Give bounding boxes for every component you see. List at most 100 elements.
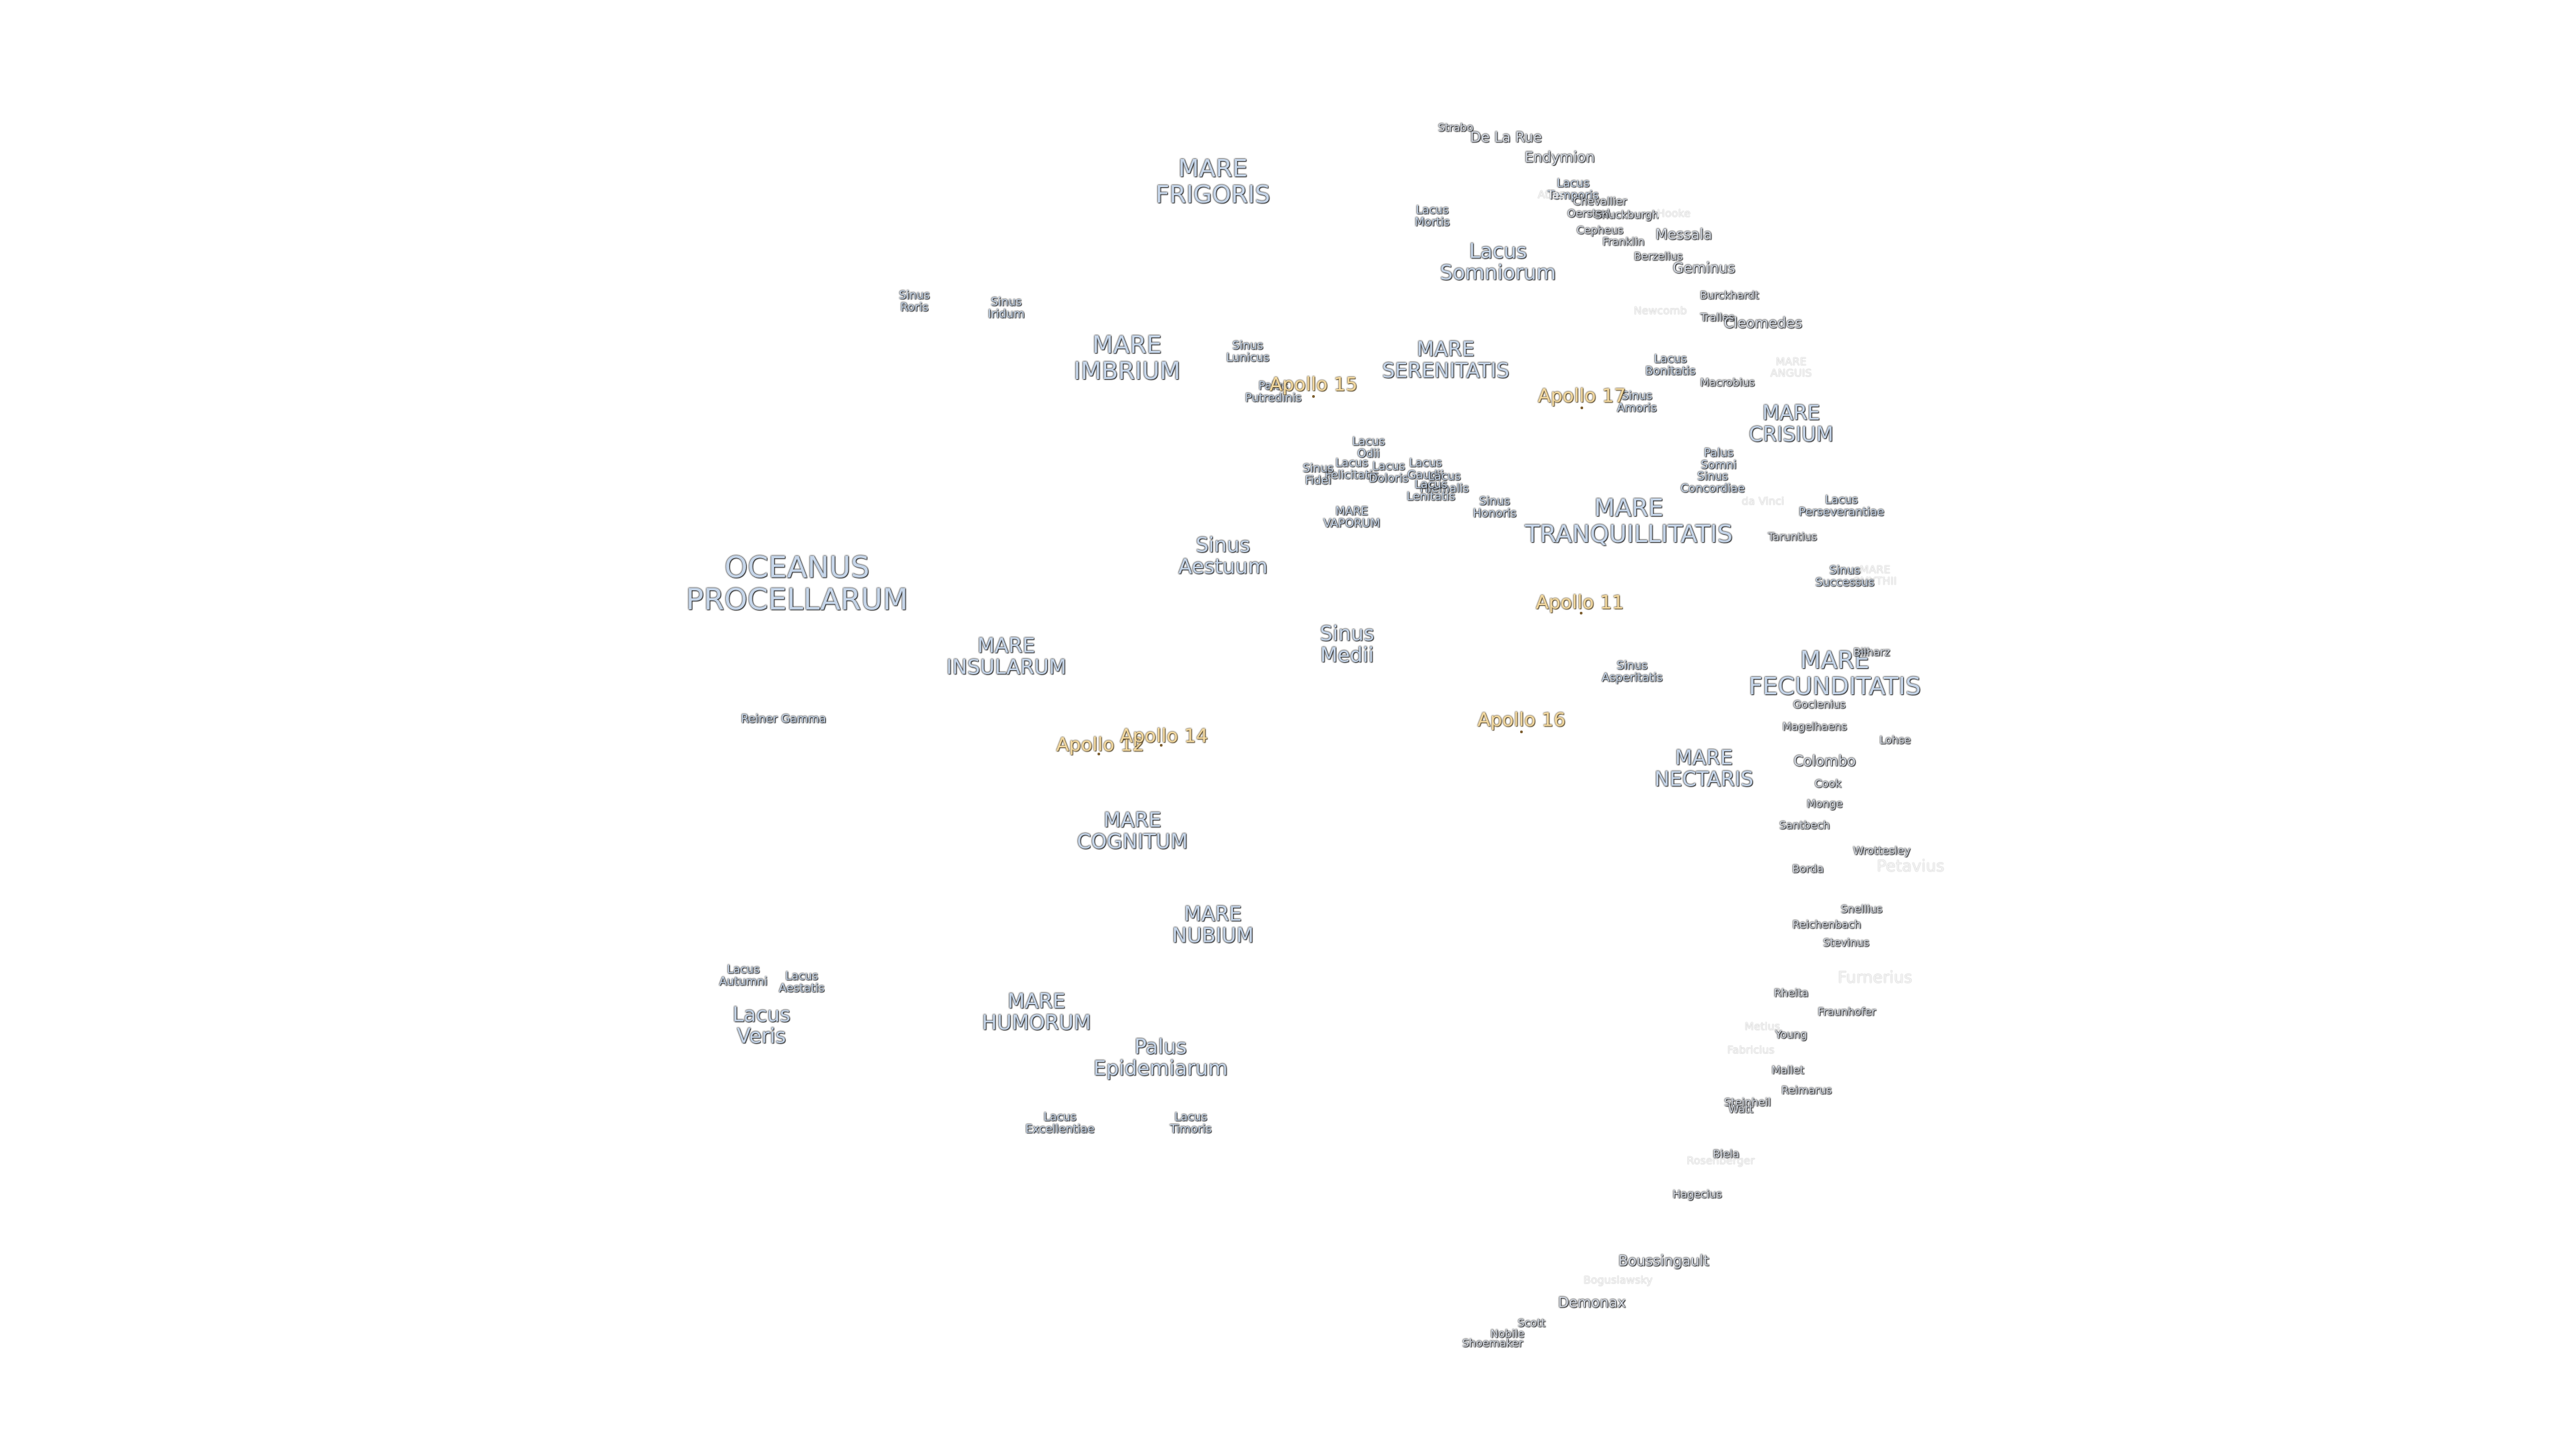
map-label-line: Lacus bbox=[1556, 176, 1590, 191]
map-label-line: Borda bbox=[1792, 862, 1824, 875]
map-label-line: Shoemaker bbox=[1462, 1336, 1523, 1350]
map-label-line: Epidemiarum bbox=[1093, 1057, 1228, 1081]
map-label-line: Metius bbox=[1744, 1020, 1780, 1033]
landing-site-marker bbox=[1160, 744, 1163, 747]
map-label-line: Sinus bbox=[1621, 389, 1652, 403]
map-label-line: Hagecius bbox=[1672, 1187, 1722, 1201]
map-label-line: MARE bbox=[1335, 504, 1368, 519]
map-label-line: Monge bbox=[1807, 797, 1843, 810]
map-label-atlas: Atlas bbox=[1538, 189, 1564, 201]
map-label-line: Mortis bbox=[1414, 216, 1450, 229]
map-label-fraunhofer: Fraunhofer bbox=[1818, 1006, 1876, 1018]
map-label-line: Lohse bbox=[1879, 733, 1911, 747]
apollo-site-label-apollo-15: Apollo 15 bbox=[1269, 372, 1358, 395]
map-label-line: Aestuum bbox=[1178, 555, 1268, 579]
map-label-line: Concordiae bbox=[1680, 482, 1745, 496]
map-label-line: Lacus bbox=[1468, 239, 1527, 264]
map-label-line: Sinus bbox=[991, 295, 1022, 309]
map-label-line: Iridum bbox=[987, 308, 1025, 321]
map-label-line: NECTARIS bbox=[1654, 768, 1754, 792]
map-label-rosenberger: Rosenberger bbox=[1686, 1155, 1754, 1167]
map-label-line: Aestatis bbox=[779, 982, 824, 996]
apollo-site-label-apollo-12: Apollo 12 bbox=[1056, 733, 1144, 755]
map-label-line: Autumni bbox=[719, 975, 767, 989]
map-label-line: Reimarus bbox=[1781, 1083, 1832, 1097]
map-label-petavius: Petavius bbox=[1876, 857, 1944, 875]
map-label-line: Amoris bbox=[1617, 402, 1657, 415]
map-label-line: Felicitatis bbox=[1324, 469, 1379, 482]
map-label-line: Sinus bbox=[899, 288, 930, 303]
map-label-burckhardt: Burckhardt bbox=[1700, 289, 1759, 301]
map-label-line: Somni bbox=[1701, 459, 1737, 472]
map-label-chevallier: Chevallier bbox=[1573, 195, 1627, 207]
map-label-tralles: Tralles bbox=[1701, 311, 1735, 323]
map-label-hooke: Hooke bbox=[1657, 207, 1690, 219]
map-label-line: Young bbox=[1775, 1028, 1807, 1041]
map-label-line: Lacus bbox=[1335, 456, 1368, 470]
map-label-taruntius: Taruntius bbox=[1768, 530, 1817, 543]
landing-site-marker bbox=[1097, 753, 1100, 755]
map-label-line: Lacus bbox=[732, 1003, 791, 1027]
map-label-line: Lacus bbox=[1415, 203, 1449, 217]
map-label-line: Magelhaens bbox=[1782, 720, 1847, 733]
map-label-line: Veris bbox=[737, 1025, 786, 1049]
map-label-line: Watt bbox=[1728, 1102, 1754, 1116]
map-label-endymion: Endymion bbox=[1525, 150, 1595, 166]
map-label-line: SMYTHII bbox=[1853, 575, 1897, 588]
map-label-line: Sinus bbox=[1479, 494, 1510, 508]
map-label-line: Palus bbox=[1134, 1035, 1187, 1059]
map-label-line: da Vinci bbox=[1741, 494, 1784, 508]
map-label-line: Taruntius bbox=[1768, 530, 1817, 543]
map-label-boussingault: Boussingault bbox=[1618, 1253, 1709, 1269]
map-label-cleomedes: Cleomedes bbox=[1723, 315, 1803, 331]
map-label-line: Fidei bbox=[1305, 474, 1332, 488]
map-label-line: Steinheil bbox=[1724, 1095, 1771, 1109]
map-label-line: Stevinus bbox=[1823, 936, 1870, 949]
map-label-line: Scott bbox=[1517, 1316, 1546, 1330]
map-label-shoemaker: Shoemaker bbox=[1462, 1336, 1523, 1350]
map-label-santbech: Santbech bbox=[1779, 819, 1829, 831]
map-label-cepheus: Cepheus bbox=[1576, 224, 1623, 236]
map-label-line: Sinus bbox=[1320, 622, 1375, 646]
map-label-line: Perseverantiae bbox=[1799, 506, 1884, 519]
map-label-line: Roris bbox=[900, 301, 929, 315]
map-label-line: Furnerius bbox=[1837, 968, 1913, 987]
map-label-messala: Messala bbox=[1656, 227, 1713, 243]
map-label-line: Snellius bbox=[1841, 902, 1882, 916]
map-label-berzelius: Berzelius bbox=[1633, 250, 1682, 262]
map-label-line: Cleomedes bbox=[1723, 315, 1803, 331]
map-label-line: Sinus bbox=[1195, 533, 1250, 557]
map-label-line: Demonax bbox=[1558, 1294, 1626, 1311]
map-label-line: COGNITUM bbox=[1077, 830, 1188, 854]
map-label-rheita: Rheita bbox=[1774, 987, 1809, 999]
map-label-line: MARE bbox=[1594, 494, 1664, 523]
map-label-line: Hiemalis bbox=[1419, 482, 1469, 496]
map-label-line: Lacus bbox=[727, 963, 760, 977]
map-label-line: Gaudii bbox=[1407, 469, 1444, 482]
map-label-line: Timoris bbox=[1169, 1123, 1212, 1136]
map-label-line: Endymion bbox=[1524, 149, 1595, 166]
map-label-line: OCEANUS bbox=[724, 550, 870, 585]
map-label-line: Asperitatis bbox=[1601, 672, 1663, 685]
map-label-line: Berzelius bbox=[1633, 250, 1683, 263]
map-label-furnerius: Furnerius bbox=[1837, 969, 1912, 987]
map-label-goclenius: Goclenius bbox=[1793, 698, 1845, 710]
map-label-mallet: Mallet bbox=[1772, 1064, 1805, 1076]
map-label-line: Shuckburgh bbox=[1595, 208, 1659, 221]
landing-site-marker bbox=[1580, 612, 1582, 614]
map-label-line: SERENITATIS bbox=[1382, 360, 1509, 383]
